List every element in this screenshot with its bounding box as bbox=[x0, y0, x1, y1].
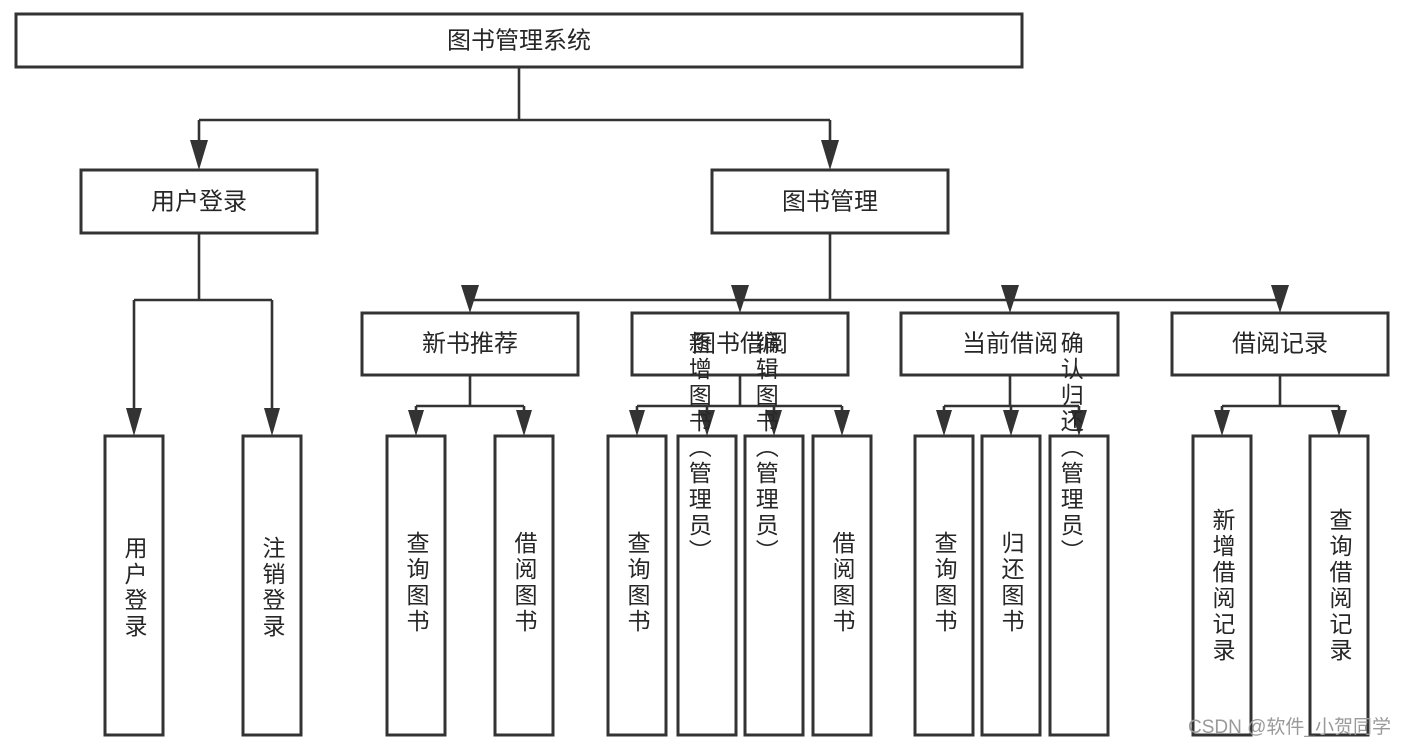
arrow-head-borrow-record bbox=[1271, 285, 1289, 313]
leaf-add-borrow-record-box[interactable] bbox=[1191, 434, 1253, 737]
connector-group-newbook-to-leaves bbox=[408, 375, 532, 436]
node-user-login-label: 用户登录 bbox=[151, 188, 247, 215]
node-new-book-recommend[interactable]: 新书推荐 bbox=[360, 311, 580, 377]
leaf-user-login-box[interactable] bbox=[103, 434, 165, 737]
node-current-borrow-label: 当前借阅 bbox=[962, 330, 1058, 357]
leaf-logout-box[interactable] bbox=[241, 434, 303, 737]
connector-group-borrowrecord-to-leaves bbox=[1214, 375, 1347, 436]
leaf-node-user-login[interactable]: 用户登录 bbox=[103, 434, 165, 737]
leaf-recommend-query-book-label: 查询图书 bbox=[403, 531, 430, 635]
leaf-node-query-borrow-record[interactable]: 查询借阅记录 bbox=[1308, 434, 1370, 737]
leaf-node-borrow-book[interactable]: 借阅图书 bbox=[811, 434, 873, 737]
leaf-node-borrow-query-book[interactable]: 查询图书 bbox=[606, 434, 668, 737]
leaf-borrow-book-label: 借阅图书 bbox=[829, 531, 856, 635]
arrow-head-cb-return bbox=[1003, 410, 1019, 436]
connector-group-bookborrow-to-leaves bbox=[629, 375, 850, 436]
leaf-add-book-admin-box[interactable] bbox=[676, 434, 738, 737]
leaf-query-borrow-record-label: 查询借阅记录 bbox=[1326, 508, 1353, 664]
leaf-return-book-label: 归还图书 bbox=[998, 531, 1025, 635]
arrow-head-newbook-borrow bbox=[516, 410, 532, 436]
leaf-node-recommend-borrow-book[interactable]: 借阅图书 bbox=[493, 434, 555, 737]
leaf-current-query-book-label: 查询图书 bbox=[931, 531, 958, 635]
leaf-node-logout[interactable]: 注销登录 bbox=[241, 434, 303, 737]
leaf-confirm-return-admin-box[interactable] bbox=[1048, 434, 1110, 737]
connector-group-bookmgmt-to-level3 bbox=[461, 233, 1289, 313]
arrow-head-book-management bbox=[821, 140, 839, 170]
arrow-head-bb-query bbox=[629, 410, 645, 436]
leaf-borrow-query-book-label: 查询图书 bbox=[624, 531, 651, 635]
leaf-query-borrow-record-box[interactable] bbox=[1308, 434, 1370, 737]
node-book-management-box[interactable] bbox=[710, 168, 950, 235]
leaf-node-confirm-return-admin[interactable]: 确认归还（管理员） bbox=[1048, 331, 1110, 737]
connector-group-currentborrow-to-leaves bbox=[936, 375, 1087, 436]
connector-group-root-to-level2 bbox=[190, 67, 839, 170]
leaf-node-recommend-query-book[interactable]: 查询图书 bbox=[385, 434, 447, 737]
leaf-add-book-admin-label: 新增图书（管理员） bbox=[685, 331, 712, 565]
connector-group-userlogin-to-leaves bbox=[126, 233, 280, 436]
arrow-head-br-add bbox=[1214, 410, 1230, 436]
arrow-head-br-query bbox=[1331, 410, 1347, 436]
node-current-borrow-box[interactable] bbox=[899, 311, 1120, 377]
node-root-label: 图书管理系统 bbox=[447, 27, 591, 54]
arrow-head-leaf-user-login bbox=[126, 408, 142, 436]
leaf-return-book-box[interactable] bbox=[980, 434, 1042, 737]
node-current-borrow[interactable]: 当前借阅 bbox=[899, 311, 1120, 377]
leaf-user-login-label: 用户登录 bbox=[121, 536, 148, 640]
node-root-system[interactable]: 图书管理系统 bbox=[14, 12, 1024, 69]
arrow-head-user-login bbox=[190, 140, 208, 170]
leaf-current-query-book-box[interactable] bbox=[913, 434, 975, 737]
arrow-head-cb-query bbox=[936, 410, 952, 436]
leaf-borrow-query-book-box[interactable] bbox=[606, 434, 668, 737]
leaf-confirm-return-admin-label: 确认归还（管理员） bbox=[1057, 331, 1084, 565]
arrow-head-new-book bbox=[461, 285, 479, 313]
node-book-borrow-box[interactable] bbox=[630, 311, 850, 377]
leaf-logout-label: 注销登录 bbox=[259, 536, 286, 640]
node-new-book-recommend-box[interactable] bbox=[360, 311, 580, 377]
leaf-borrow-book-box[interactable] bbox=[811, 434, 873, 737]
node-book-management[interactable]: 图书管理 bbox=[710, 168, 950, 235]
leaf-recommend-borrow-book-label: 借阅图书 bbox=[511, 531, 538, 635]
leaf-edit-book-admin-label: 编辑图书（管理员） bbox=[752, 331, 779, 565]
leaf-recommend-borrow-book-box[interactable] bbox=[493, 434, 555, 737]
arrow-head-cb-confirm bbox=[1071, 410, 1087, 436]
leaf-add-borrow-record-label: 新增借阅记录 bbox=[1209, 508, 1236, 664]
node-book-borrow-label: 图书借阅 bbox=[692, 330, 788, 357]
leaf-node-add-book-admin[interactable]: 新增图书（管理员） bbox=[676, 331, 738, 737]
arrow-head-book-borrow bbox=[731, 285, 749, 313]
node-root-box[interactable] bbox=[14, 12, 1024, 69]
arrow-head-newbook-query bbox=[408, 410, 424, 436]
node-borrow-records[interactable]: 借阅记录 bbox=[1170, 311, 1390, 377]
leaf-node-edit-book-admin[interactable]: 编辑图书（管理员） bbox=[743, 331, 805, 737]
arrow-head-bb-edit bbox=[766, 410, 782, 436]
leaf-node-current-query-book[interactable]: 查询图书 bbox=[913, 434, 975, 737]
leaf-node-return-book[interactable]: 归还图书 bbox=[980, 434, 1042, 737]
leaf-node-add-borrow-record[interactable]: 新增借阅记录 bbox=[1191, 434, 1253, 737]
node-borrow-records-label: 借阅记录 bbox=[1232, 330, 1328, 357]
node-borrow-records-box[interactable] bbox=[1170, 311, 1390, 377]
node-user-login-box[interactable] bbox=[79, 168, 319, 235]
leaf-recommend-query-book-box[interactable] bbox=[385, 434, 447, 737]
node-new-book-recommend-label: 新书推荐 bbox=[422, 330, 518, 357]
arrow-head-current-borrow bbox=[1001, 285, 1019, 313]
node-user-login[interactable]: 用户登录 bbox=[79, 168, 319, 235]
arrow-head-bb-borrow bbox=[834, 410, 850, 436]
node-book-borrow[interactable]: 图书借阅 bbox=[630, 311, 850, 377]
arrow-head-leaf-logout bbox=[264, 408, 280, 436]
node-book-management-label: 图书管理 bbox=[782, 188, 878, 215]
leaf-edit-book-admin-box[interactable] bbox=[743, 434, 805, 737]
arrow-head-bb-add bbox=[699, 410, 715, 436]
